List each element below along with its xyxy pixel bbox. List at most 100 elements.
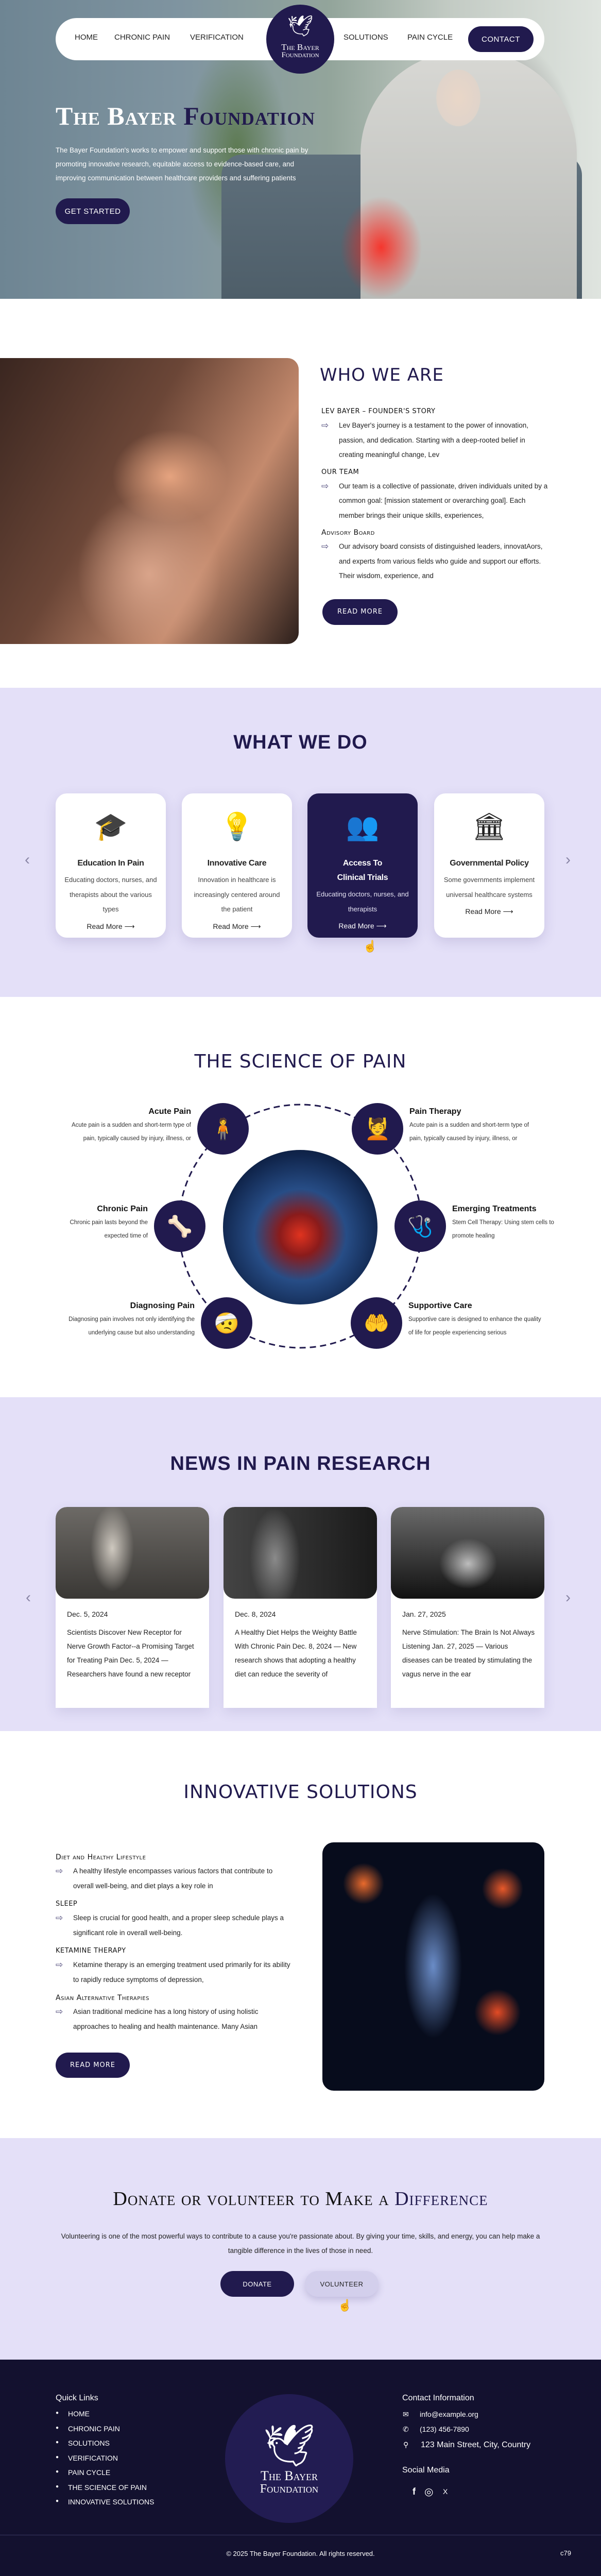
- bullet-icon: ●: [56, 2439, 59, 2445]
- who-text: Our team is a collective of passionate, …: [339, 482, 548, 519]
- solution-text: A healthy lifestyle encompasses various …: [73, 1867, 273, 1890]
- who-subheading: LEV BAYER – FOUNDER'S STORY: [321, 408, 436, 415]
- service-card[interactable]: 🎓 Education In Pain Educating doctors, n…: [56, 793, 166, 938]
- mail-icon: ✉: [403, 2410, 409, 2418]
- solution-text: Asian traditional medicine has a long hi…: [73, 2008, 259, 2030]
- solutions-read-more-button[interactable]: READ MORE: [56, 2053, 130, 2078]
- news-date: Dec. 5, 2024: [67, 1610, 108, 1618]
- who-subheading: Advisory Board: [321, 529, 375, 537]
- solution-item: ⇨ Sleep is crucial for good health, and …: [56, 1911, 295, 1940]
- science-item-text: Diagnosing pain involves not only identi…: [68, 1316, 195, 1336]
- arrow-right-icon: ⇨: [56, 1866, 63, 1876]
- government-shield-icon: 🏛: [472, 812, 506, 842]
- science-item-text: Stem Cell Therapy: Using stem cells to p…: [452, 1219, 554, 1239]
- news-next-icon[interactable]: ›: [565, 1589, 571, 1606]
- bullet-icon: ●: [56, 2410, 59, 2416]
- footer-link[interactable]: VERIFICATION: [68, 2453, 118, 2462]
- medkit-hand-icon: 🩺: [394, 1200, 446, 1252]
- science-item-title: Emerging Treatments: [452, 1205, 537, 1213]
- solution-item: ⇨ Asian traditional medicine has a long …: [56, 2005, 295, 2034]
- social-media-title: Social Media: [402, 2466, 450, 2475]
- card-title: Access To Clinical Trials: [337, 859, 388, 882]
- hero-section: HOME CHRONIC PAIN VERIFICATION 🕊 The Bay…: [0, 0, 601, 299]
- facebook-icon[interactable]: f: [413, 2486, 416, 2497]
- news-image: [391, 1507, 544, 1599]
- quick-links-title: Quick Links: [56, 2394, 98, 2402]
- science-item-text: Supportive care is designed to enhance t…: [408, 1316, 541, 1336]
- get-started-button[interactable]: GET STARTED: [56, 198, 130, 224]
- solution-heading: Diet and Healthy Lifestyle: [56, 1853, 146, 1861]
- footer-link[interactable]: SOLUTIONS: [68, 2439, 110, 2447]
- who-item: ⇨ Our advisory board consists of disting…: [321, 539, 551, 584]
- hand-cursor-icon: ☝: [338, 2299, 352, 2312]
- card-title: Education In Pain: [77, 859, 144, 868]
- footer-link[interactable]: CHRONIC PAIN: [68, 2424, 120, 2433]
- read-more-link[interactable]: Read More ⟶: [213, 922, 261, 930]
- news-card[interactable]: Dec. 5, 2024 Scientists Discover New Rec…: [56, 1507, 209, 1708]
- footer-link[interactable]: THE SCIENCE OF PAIN: [68, 2483, 147, 2492]
- contact-email[interactable]: info@example.org: [420, 2410, 478, 2418]
- news-card[interactable]: Jan. 27, 2025 Nerve Stimulation: The Bra…: [391, 1507, 544, 1708]
- copyright: © 2025 The Bayer Foundation. All rights …: [226, 2550, 375, 2557]
- science-item-title: Diagnosing Pain: [130, 1301, 195, 1310]
- graduation-books-icon: 🎓: [94, 812, 128, 842]
- nav-home[interactable]: HOME: [75, 33, 98, 42]
- read-more-link[interactable]: Read More ⟶: [87, 922, 135, 930]
- bullet-icon: ●: [56, 2483, 59, 2489]
- news-prev-icon[interactable]: ‹: [26, 1589, 31, 1606]
- nav-pain-cycle[interactable]: PAIN CYCLE: [407, 33, 453, 42]
- who-we-are-title: WHO WE ARE: [320, 365, 444, 385]
- arrow-right-icon: ⟶: [124, 922, 135, 930]
- back-pain-icon: 🧍: [197, 1103, 249, 1155]
- service-card[interactable]: 🏛 Governmental Policy Some governments i…: [434, 793, 544, 938]
- site-logo[interactable]: 🕊 The Bayer Foundation: [266, 5, 334, 74]
- footer-link[interactable]: HOME: [68, 2410, 90, 2418]
- nav-solutions[interactable]: SOLUTIONS: [344, 33, 388, 42]
- news-date: Jan. 27, 2025: [402, 1610, 446, 1618]
- solutions-list: Diet and Healthy Lifestyle ⇨ A healthy l…: [56, 1853, 298, 2078]
- bullet-icon: ●: [56, 2469, 59, 2475]
- donate-section: [0, 2138, 601, 2360]
- footer-link[interactable]: PAIN CYCLE: [68, 2468, 111, 2477]
- donate-description: Volunteering is one of the most powerful…: [61, 2232, 540, 2255]
- hero-title: The Bayer Foundation: [56, 101, 315, 130]
- footer-link[interactable]: INNOVATIVE SOLUTIONS: [68, 2498, 154, 2506]
- who-read-more-button[interactable]: READ MORE: [322, 599, 398, 625]
- body-joints-icon: 🦴: [154, 1200, 205, 1252]
- news-card[interactable]: Dec. 8, 2024 A Healthy Diet Helps the We…: [224, 1507, 377, 1708]
- science-item-title: Pain Therapy: [409, 1107, 461, 1116]
- solution-text: Ketamine therapy is an emerging treatmen…: [73, 1961, 290, 1984]
- instagram-icon[interactable]: ◎: [424, 2486, 434, 2498]
- card-description: Educating doctors, nurses, and therapist…: [64, 876, 157, 913]
- read-more-link[interactable]: Read More ⟶: [465, 907, 513, 916]
- x-twitter-icon[interactable]: X: [443, 2487, 448, 2496]
- neck-pain-icon: 🤕: [201, 1297, 252, 1349]
- nav-verification[interactable]: VERIFICATION: [190, 33, 244, 42]
- service-card[interactable]: 👥 Access To Clinical Trials Educating do…: [307, 793, 418, 938]
- volunteer-button[interactable]: VOLUNTEER: [305, 2271, 379, 2297]
- news-text: Nerve Stimulation: The Brain Is Not Alwa…: [402, 1629, 535, 1678]
- science-item-title: Supportive Care: [408, 1301, 472, 1310]
- arrow-right-icon: ⇨: [321, 541, 329, 551]
- carousel-next-icon[interactable]: ›: [565, 851, 571, 868]
- solution-heading: KETAMINE THERAPY: [56, 1947, 126, 1955]
- science-item-text: Acute pain is a sudden and short-term ty…: [409, 1122, 529, 1142]
- contact-button[interactable]: CONTACT: [468, 26, 534, 52]
- science-title: THE SCIENCE OF PAIN: [194, 1051, 407, 1072]
- spine-pain-image: [223, 1150, 377, 1304]
- carousel-prev-icon[interactable]: ‹: [25, 851, 30, 868]
- nav-chronic-pain[interactable]: CHRONIC PAIN: [114, 33, 170, 42]
- solution-heading: Asian Alternative Therapies: [56, 1994, 149, 2002]
- donate-button[interactable]: DONATE: [220, 2271, 294, 2297]
- read-more-link[interactable]: Read More ⟶: [338, 922, 387, 930]
- hand-cursor-icon: ☝: [363, 940, 377, 953]
- solution-item: ⇨ Ketamine therapy is an emerging treatm…: [56, 1958, 295, 1987]
- science-item-title: Chronic Pain: [97, 1205, 148, 1213]
- arrow-right-icon: ⟶: [250, 922, 261, 930]
- footer-logo[interactable]: 🕊 The Bayer Foundation: [225, 2394, 353, 2523]
- service-card[interactable]: 💡 Innovative Care Innovation in healthca…: [182, 793, 292, 938]
- science-item-title: Acute Pain: [148, 1107, 191, 1116]
- dove-logo-icon: 🕊: [287, 15, 314, 38]
- solution-item: ⇨ A healthy lifestyle encompasses variou…: [56, 1864, 295, 1893]
- dove-logo-icon: 🕊: [263, 2422, 316, 2468]
